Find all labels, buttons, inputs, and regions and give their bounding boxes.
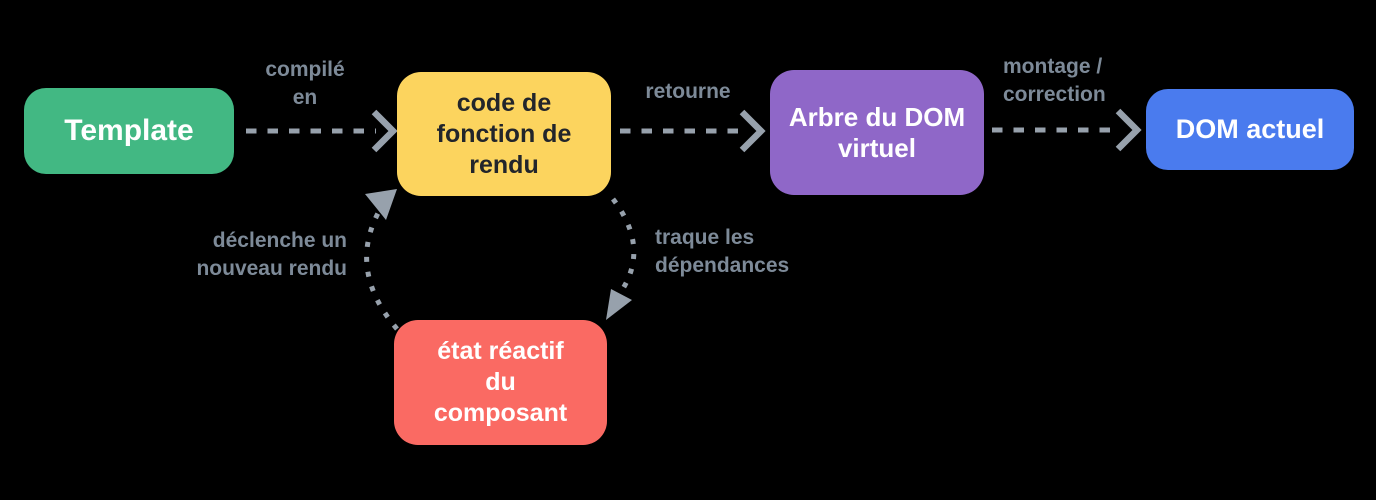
arrowhead-triangle-icon	[365, 189, 397, 220]
arrowhead-triangle-icon	[606, 289, 632, 320]
arrowhead-chevron-icon	[1115, 108, 1142, 152]
arrow-render-fn-to-vdom	[620, 109, 766, 153]
node-reactive-component-state: état réactif du composant	[394, 320, 607, 445]
edge-label-compiled-into: compilé en	[265, 58, 345, 109]
edge-label-returns: retourne	[645, 80, 731, 103]
arrowhead-chevron-icon	[371, 109, 398, 153]
arrow-vdom-to-dom	[992, 108, 1142, 152]
edge-label-triggers-rerender: déclenche un nouveau rendu	[196, 229, 347, 280]
arrowhead-chevron-icon	[739, 109, 766, 153]
arrow-state-to-render-fn	[364, 189, 399, 331]
edge-label-tracks-dependencies: traque les dépendances	[655, 226, 790, 277]
node-actual-dom: DOM actuel	[1146, 89, 1354, 170]
node-render-function-code: code de fonction de rendu	[397, 72, 611, 196]
node-template: Template	[24, 88, 234, 174]
arrow-template-to-render-fn	[246, 109, 398, 153]
arrow-render-fn-to-state	[606, 197, 637, 320]
node-virtual-dom-tree: Arbre du DOM virtuel	[770, 70, 984, 195]
edge-label-mount-patch: montage / correction	[1003, 55, 1106, 106]
